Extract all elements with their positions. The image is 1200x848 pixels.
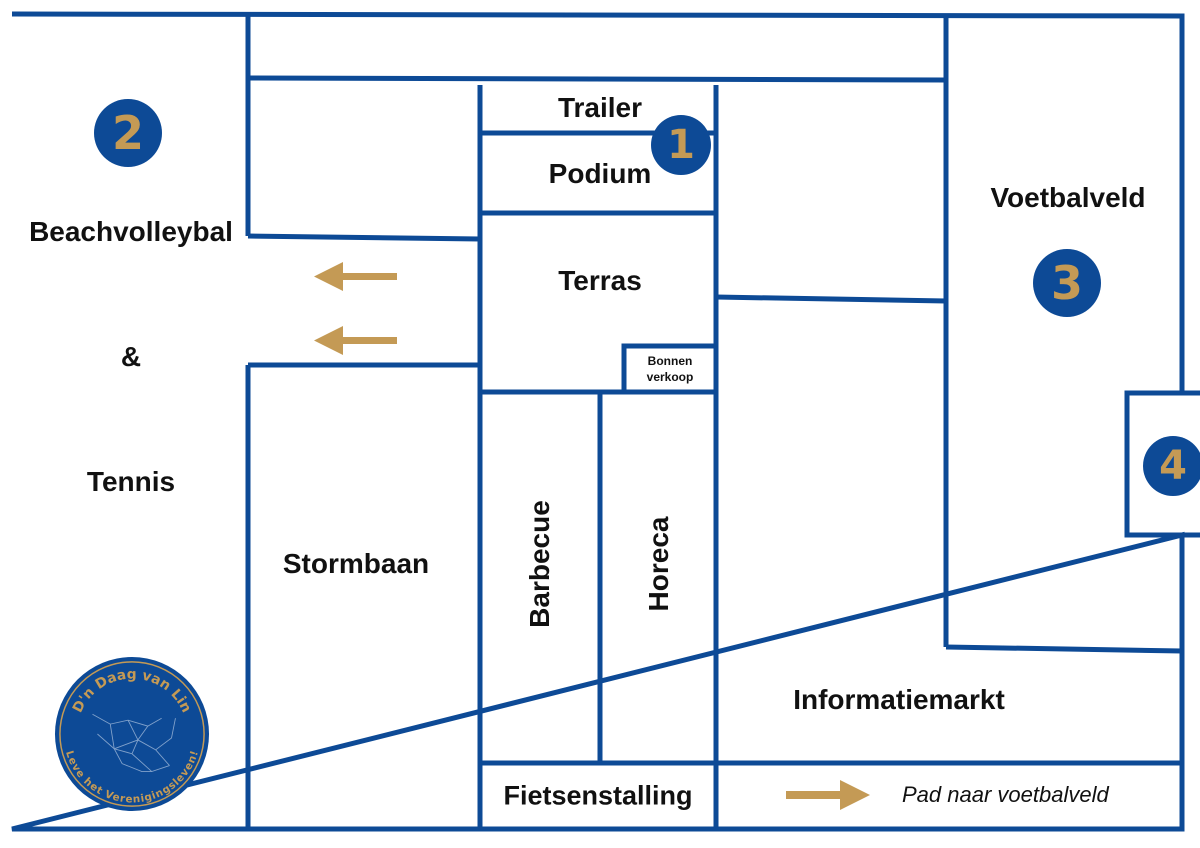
street-map-icon	[92, 713, 176, 773]
area-informatiemarkt: Informatiemarkt	[793, 684, 1005, 715]
legend-path-label: Pad naar voetbalveld	[902, 782, 1109, 807]
outer-boundary	[11, 11, 1185, 832]
area-podium: Podium	[548, 158, 652, 189]
area-trailer: Trailer	[557, 92, 643, 123]
area-fietsenstalling: Fietsenstalling	[503, 780, 693, 811]
wall	[247, 75, 947, 83]
marker-2: 2	[94, 99, 162, 167]
marker-1: 1	[651, 115, 711, 175]
area-bonnen-verkoop: Bonnen verkoop	[647, 353, 694, 385]
area-tennis: Tennis	[86, 466, 176, 497]
marker-4: 4	[1143, 436, 1200, 496]
entrance-4-box	[1124, 390, 1200, 538]
area-horeca: Horeca	[643, 516, 674, 612]
arrow-left-icon	[314, 326, 397, 355]
area-voetbalveld: Voetbalveld	[990, 182, 1146, 213]
path-arrows	[314, 262, 870, 810]
area-barbecue: Barbecue	[524, 500, 555, 628]
wall	[945, 644, 1183, 654]
logo-dn-daag-van-lin: D'n Daag van Lin Leve het Verenigingslev…	[54, 656, 210, 812]
arrow-left-icon	[314, 262, 397, 291]
area-terras: Terras	[558, 265, 642, 296]
area-ampersand: &	[120, 341, 142, 372]
marker-3: 3	[1033, 249, 1101, 317]
area-stormbaan: Stormbaan	[282, 548, 430, 579]
area-beachvolleybal: Beachvolleybal	[29, 216, 233, 247]
bonnen-line-2: verkoop	[646, 370, 694, 384]
wall	[247, 233, 481, 242]
arrow-right-icon	[786, 780, 870, 810]
bonnen-box	[621, 343, 716, 392]
bonnen-line-1: Bonnen	[647, 354, 693, 368]
wall	[715, 294, 947, 304]
